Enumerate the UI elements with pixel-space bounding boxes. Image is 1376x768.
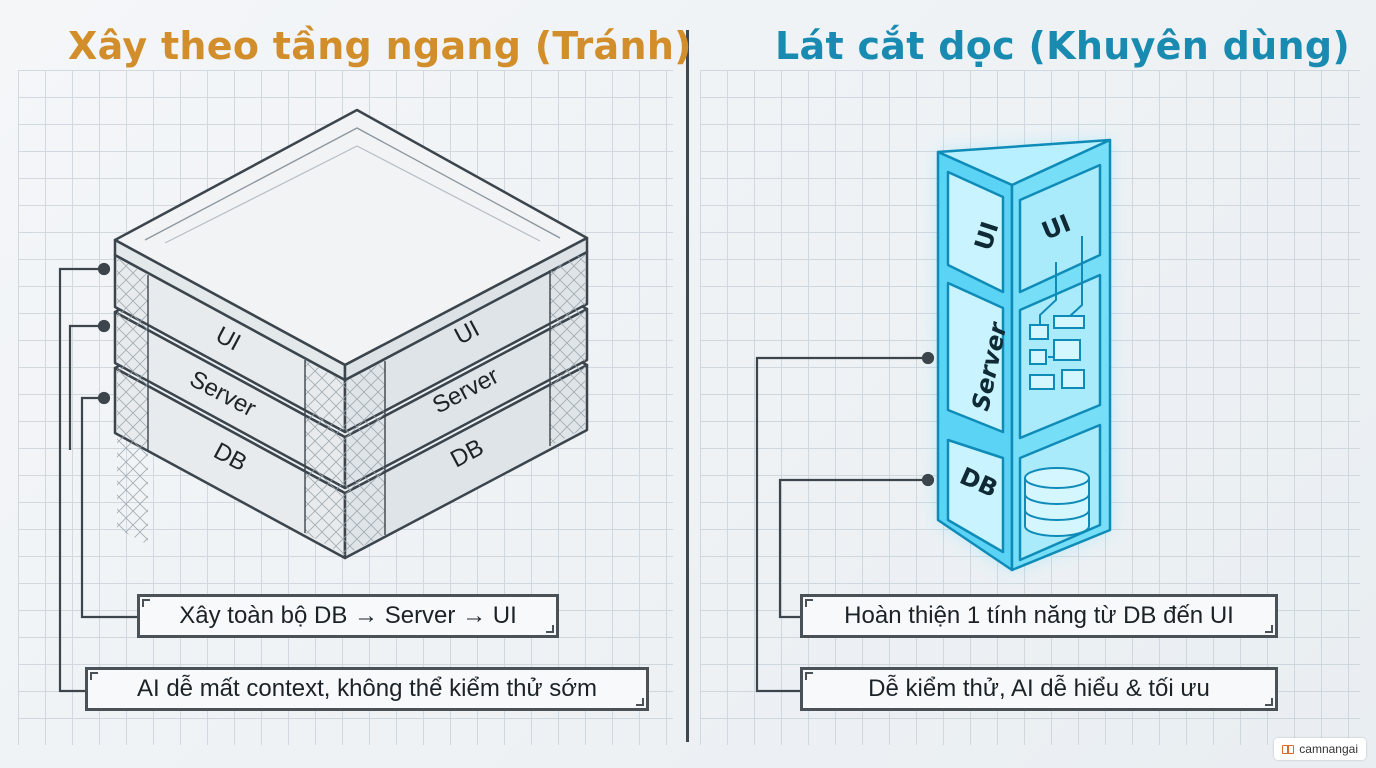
left-title: Xây theo tầng ngang (Tránh) [68,24,692,68]
database-cylinder-icon [1024,467,1090,537]
left-callout-problem: AI dễ mất context, không thể kiểm thử sớ… [85,667,649,711]
slice-panel-db-front [946,438,1005,554]
center-divider [686,30,689,742]
right-title: Lát cắt dọc (Khuyên dùng) [775,24,1350,68]
slice-panel-server-front [946,281,1005,434]
brand-name: camnangai [1299,742,1358,756]
layer-slab-ui [113,108,589,434]
slice-panel-ui-front [946,170,1005,294]
horizontal-layer-stack [113,108,589,560]
left-connectors [58,262,140,693]
slice-panel-ui-side [1018,163,1102,294]
server-circuit-icon [1029,236,1085,390]
right-callout-feature: Hoàn thiện 1 tính năng từ DB đến UI [800,594,1278,638]
right-connectors [755,351,935,693]
book-icon [1282,744,1295,754]
brand-badge[interactable]: camnangai [1274,738,1366,760]
left-callout-build-order: Xây toàn bộ DB → Server → UI [137,594,559,638]
right-callout-benefit: Dễ kiểm thử, AI dễ hiểu & tối ưu [800,667,1278,711]
